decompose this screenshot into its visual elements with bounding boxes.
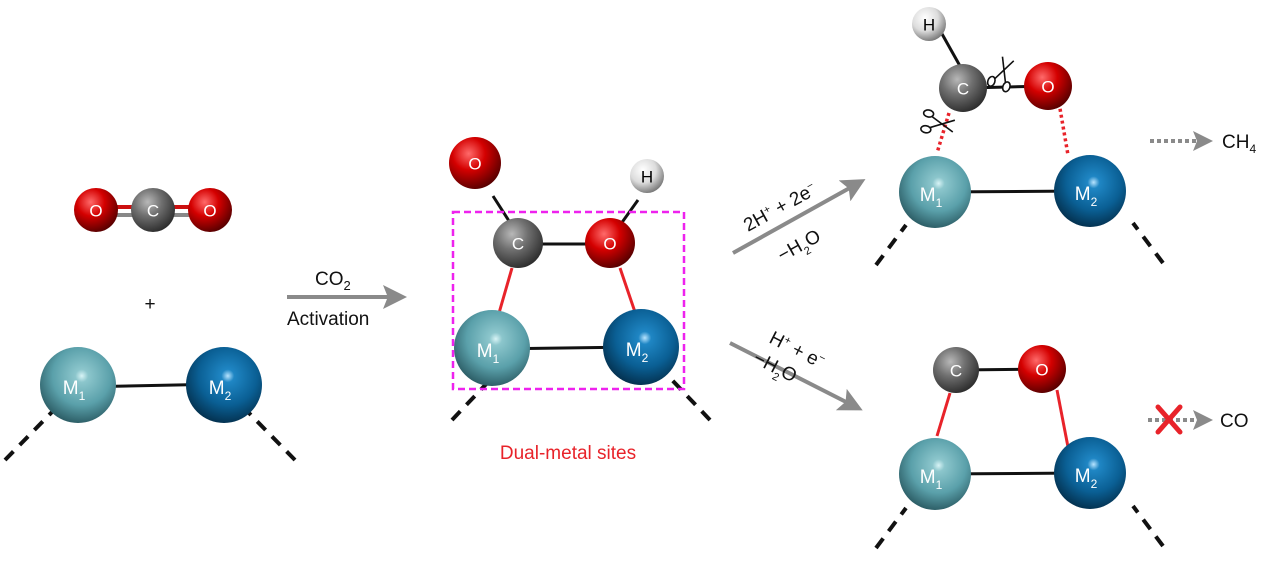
svg-text:O: O: [1041, 78, 1054, 97]
scissors-icon: [986, 56, 1015, 93]
svg-text:O: O: [89, 202, 102, 221]
svg-text:C: C: [957, 80, 969, 99]
scissors-icon: [920, 109, 956, 134]
atom-carbon: C: [933, 347, 979, 393]
metal-atom-m2: M2: [1054, 155, 1126, 227]
svg-text:C: C: [950, 362, 962, 381]
cooh-intermediate: O H C O M1 M2 Dual-metal sites: [449, 137, 712, 464]
co-label: CO: [1220, 411, 1249, 432]
svg-text:H: H: [641, 168, 653, 187]
blocked-x-icon: [1155, 404, 1183, 435]
svg-text:M1: M1: [63, 378, 86, 403]
dual-metal-site-bare: M1 M2: [3, 347, 297, 462]
support-bond-dashed: [670, 378, 712, 422]
co2-molecule: O C O: [74, 188, 232, 232]
atom-oxygen: O: [449, 137, 501, 189]
metal-atom-m2: M2: [1054, 437, 1126, 509]
svg-text:O: O: [603, 235, 616, 254]
svg-text:Activation: Activation: [287, 309, 369, 330]
support-bond-dashed: [246, 410, 297, 462]
support-bond-dashed: [1131, 221, 1165, 265]
support-bond-dashed: [1131, 504, 1165, 548]
metal-atom-m1: M1: [454, 310, 530, 386]
m2-o-bond: [618, 267, 638, 316]
hcoh-state: H C O M1 M2: [874, 7, 1165, 267]
methane-pathway-arrow: 2H+ + 2e− −H2O: [732, 179, 866, 270]
atom-carbon: C: [493, 218, 543, 268]
svg-text:M2: M2: [1075, 466, 1098, 491]
atom-oxygen: O: [585, 218, 635, 268]
svg-text:M2: M2: [626, 340, 649, 365]
atom-hydrogen: H: [912, 7, 946, 41]
m1-c-bond-weakened: [935, 112, 951, 154]
atom-oxygen: O: [74, 188, 118, 232]
atom-oxygen: O: [1018, 345, 1066, 393]
svg-text:M2: M2: [1075, 184, 1098, 209]
support-bond-dashed: [874, 506, 908, 550]
atom-oxygen: O: [1024, 62, 1072, 110]
atom-hydrogen: H: [630, 159, 664, 193]
metal-atom-m1: M1: [899, 156, 971, 228]
support-bond-dashed: [874, 223, 908, 267]
activation-arrow: CO2 Activation: [287, 269, 407, 330]
svg-text:O: O: [203, 202, 216, 221]
svg-text:M2: M2: [209, 378, 232, 403]
dual-metal-highlight-box: [451, 210, 686, 391]
m2-o-bond: [1055, 389, 1070, 448]
metal-atom-m2: M2: [186, 347, 262, 423]
ch4-product-arrow: CH4: [1150, 131, 1256, 156]
co-bound-state: C O M1 M2: [874, 345, 1165, 550]
m1-c-bond: [935, 392, 952, 437]
atom-carbon: C: [939, 64, 987, 112]
svg-text:M1: M1: [920, 185, 943, 210]
atom-oxygen: O: [188, 188, 232, 232]
svg-text:−H2O: −H2O: [774, 226, 826, 270]
ch4-label: CH4: [1222, 132, 1256, 156]
svg-text:M1: M1: [920, 467, 943, 492]
support-bond-dashed: [450, 378, 492, 422]
svg-text:CO2: CO2: [315, 269, 351, 293]
svg-text:M1: M1: [477, 341, 500, 366]
support-bond-dashed: [3, 410, 54, 462]
svg-text:C: C: [147, 202, 159, 221]
svg-text:O: O: [1035, 361, 1048, 380]
metal-atom-m1: M1: [899, 438, 971, 510]
co-pathway-arrow: H+ + e− −H2O: [729, 328, 863, 411]
dual-metal-sites-caption: Dual-metal sites: [500, 443, 636, 464]
co-product-arrow: CO: [1148, 404, 1249, 435]
atom-carbon: C: [131, 188, 175, 232]
metal-atom-m1: M1: [40, 347, 116, 423]
plus-sign: +: [144, 294, 155, 315]
svg-text:O: O: [468, 155, 481, 174]
m2-o-bond-weakened: [1056, 96, 1070, 156]
svg-text:H: H: [923, 16, 935, 35]
svg-text:C: C: [512, 235, 524, 254]
metal-atom-m2: M2: [603, 309, 679, 385]
